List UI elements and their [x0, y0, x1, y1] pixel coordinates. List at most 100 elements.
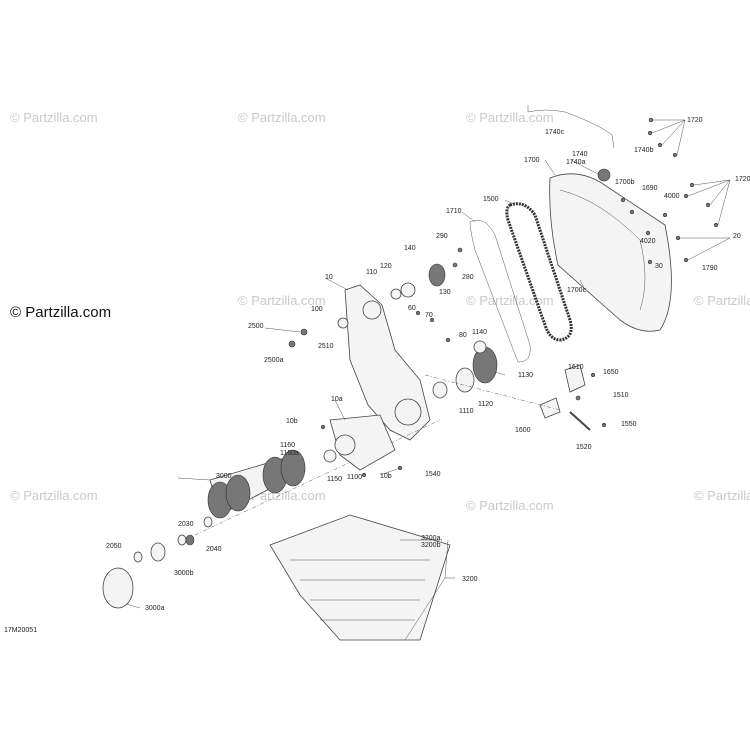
part-number-label: 70: [425, 312, 433, 319]
tensioner-arm-part: [539, 397, 561, 419]
part-number-label: 1100: [347, 474, 362, 481]
part-number-label: 1710: [446, 208, 462, 215]
part-number-label: 1790: [702, 265, 718, 272]
bearing-part: [362, 300, 382, 320]
track-clips-part: [269, 514, 451, 641]
part-number-label: 1150: [327, 476, 342, 483]
watermark: © Partzilla.com: [10, 110, 98, 125]
tensioner-part: [564, 364, 586, 393]
watermark: © Partzilla.com: [10, 488, 98, 503]
part-number-label: 280: [462, 274, 474, 281]
brand-copyright: © Partzilla.com: [10, 304, 111, 321]
part-number-label: 1160a: [280, 450, 299, 457]
bearing-2040-part: [185, 534, 195, 546]
part-number-label: 100: [311, 306, 323, 313]
part-number-label: 3000: [216, 473, 232, 480]
ring-part: [334, 434, 356, 456]
seal-3000b-part: [150, 542, 166, 562]
part-number-label: 1700: [524, 157, 540, 164]
part-number-label: 1550: [621, 421, 637, 428]
part-number-label: 1540: [425, 471, 441, 478]
hardware-markers: [288, 117, 719, 478]
part-number-label: 1720: [735, 176, 750, 183]
part-number-label: 10: [325, 274, 333, 281]
part-number-label: 80: [459, 332, 467, 339]
part-number-label: 1700c: [567, 287, 587, 294]
part-number-label: 60: [408, 305, 416, 312]
assembly-axis: [424, 374, 561, 411]
watermark: © Partzilla.com: [238, 293, 326, 308]
ring-1120-part: [455, 367, 475, 393]
part-number-label: 2500a: [264, 357, 284, 364]
part-number-label: 1690: [642, 185, 658, 192]
part-number-label: 1740c: [545, 129, 565, 136]
part-number-label: 3200: [462, 576, 478, 583]
seal-100-part: [337, 317, 349, 329]
part-number-label: 290: [436, 233, 448, 240]
watermark: © Partzilla.com: [466, 110, 554, 125]
gear-1740a-part: [597, 168, 611, 182]
cover-detail: [559, 189, 646, 311]
part-number-label: 110: [366, 269, 377, 276]
sprocket-140-part: [428, 263, 446, 287]
part-number-label: 1500: [483, 196, 499, 203]
watermark: © Partzilla.com: [466, 293, 554, 308]
bearing-1160-part: [323, 449, 337, 463]
part-number-label: 1700b: [615, 179, 635, 186]
cable-part: [527, 105, 615, 149]
part-number-label: 2500: [248, 323, 264, 330]
part-number-label: 1140: [472, 329, 487, 336]
part-number-label: 1520: [576, 444, 592, 451]
ring-2050-part: [133, 551, 143, 563]
leader-lines: [125, 119, 731, 641]
part-number-label: 1720: [687, 117, 703, 124]
watermark-group: © Partzilla.com © Partzilla.com © Partzi…: [10, 110, 750, 513]
end-part: [203, 516, 213, 528]
assembly-axis: [194, 419, 441, 536]
part-number-label: 3200a,: [421, 535, 442, 542]
part-number-label: 3000b: [174, 570, 194, 577]
part-number-label: 30: [655, 263, 663, 270]
part-number-label: 1610: [568, 364, 584, 371]
watermark: © Partzilla.com: [694, 488, 750, 503]
rod-part: [569, 411, 591, 431]
part-number-label: 2510: [318, 343, 334, 350]
track-clips-rows: [290, 559, 430, 621]
part-number-label: 20: [733, 233, 741, 240]
part-number-label: 10b: [286, 418, 298, 425]
diagram-code: 17M20051: [4, 627, 37, 634]
ring-2030-part: [177, 534, 187, 546]
watermark: © Partzilla.com: [466, 498, 554, 513]
part-number-label: 4020: [640, 238, 656, 245]
part-number-label: 4000: [664, 193, 680, 200]
part-number-label: 1650: [603, 369, 619, 376]
ring-1140-part: [473, 340, 487, 354]
bearing-part: [394, 398, 422, 426]
part-number-label: 1740b: [634, 147, 654, 154]
part-number-label: 1160: [280, 442, 295, 449]
part-number-label: 1740: [572, 151, 588, 158]
part-number-label: 1510: [613, 392, 629, 399]
part-number-label: 1740a: [566, 159, 586, 166]
chain-part: [505, 202, 573, 342]
part-number-label: 1110: [459, 408, 474, 415]
chaincase-cover-part: [549, 173, 672, 332]
part-number-label: 130: [439, 289, 451, 296]
flange-3000a-part: [102, 567, 134, 609]
part-number-label: 140: [404, 245, 416, 252]
part-number-label: 10b: [380, 473, 392, 480]
gasket-part: [469, 219, 531, 363]
part-number-label: 10a: [331, 396, 343, 403]
part-number-label: 2040: [206, 546, 222, 553]
watermark: © Partzilla.com: [694, 293, 750, 308]
part-number-label: 2050: [106, 543, 122, 550]
ring-1110-part: [432, 381, 448, 399]
part-number-label: 1120: [478, 401, 493, 408]
part-number-label: 120: [380, 263, 392, 270]
part-number-label: 3000a: [145, 605, 165, 612]
ring-110-part: [390, 288, 402, 300]
sprocket-part: [280, 449, 306, 487]
